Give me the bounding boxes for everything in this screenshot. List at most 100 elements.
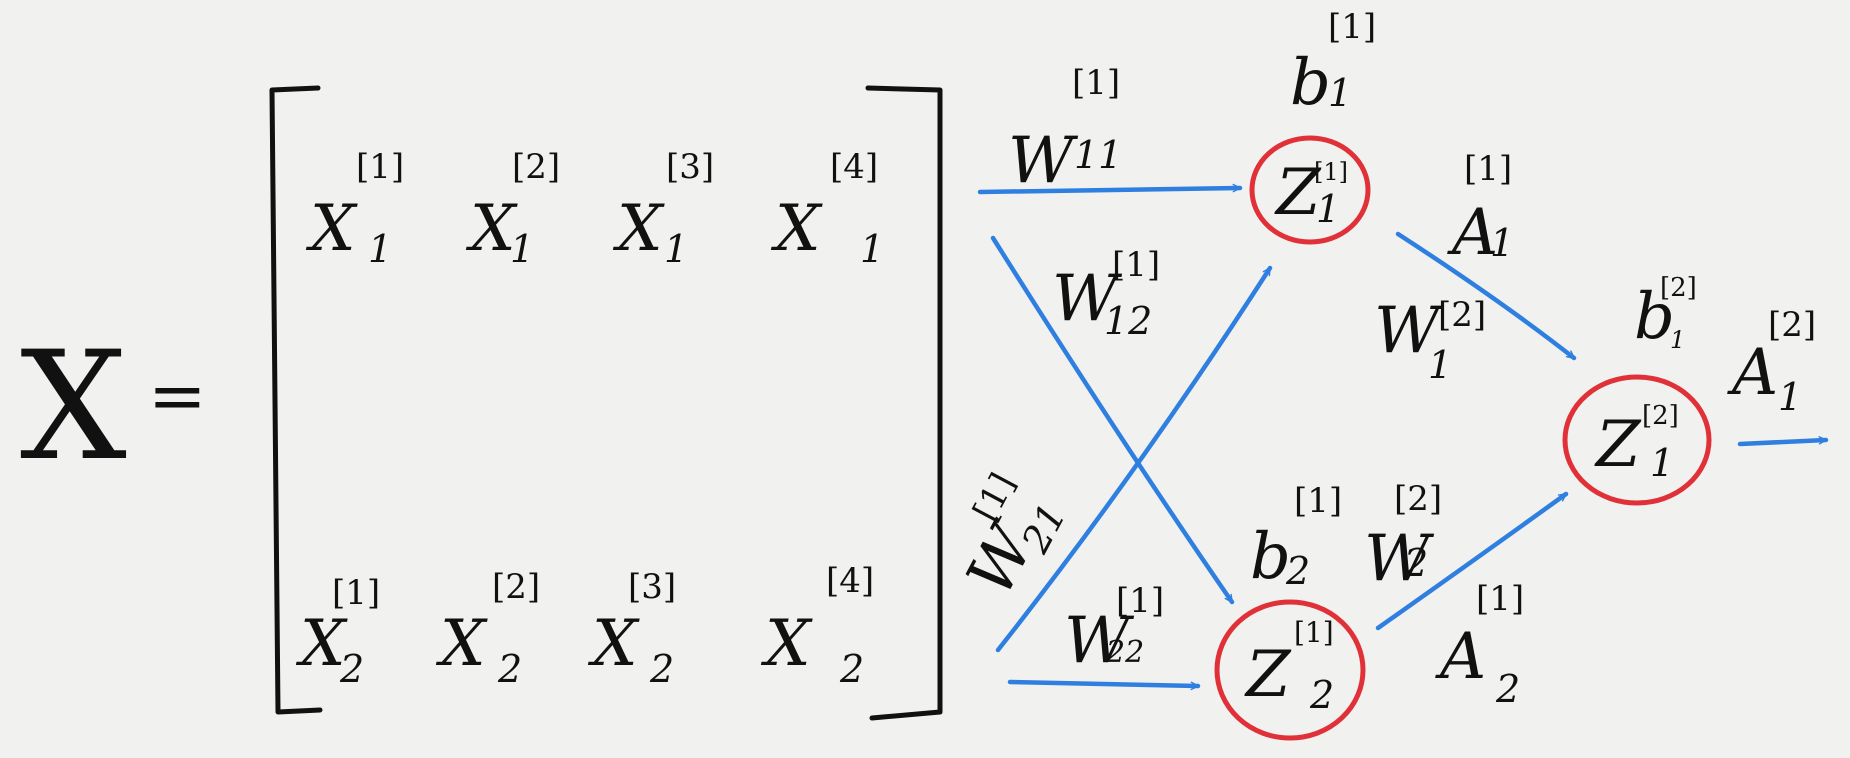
cell-base: X bbox=[305, 192, 358, 266]
left-bracket bbox=[269, 85, 323, 715]
weight-base: W bbox=[1364, 522, 1435, 596]
cell-sub: 2 bbox=[339, 647, 364, 691]
bias-sup: [2] bbox=[1660, 273, 1697, 303]
weight-sup: [1] bbox=[966, 467, 1024, 528]
cell-sup: [3] bbox=[628, 567, 676, 607]
bias-base: b bbox=[1250, 520, 1291, 594]
weight-sup: [1] bbox=[1112, 245, 1160, 285]
weight-sub: 22 bbox=[1105, 635, 1144, 670]
node-sup: [2] bbox=[1642, 401, 1679, 431]
cell-base: X bbox=[760, 607, 813, 681]
cell-base: X bbox=[435, 607, 488, 681]
label-b2-layer1: b 2 [1] bbox=[1250, 481, 1342, 594]
activation-base: A bbox=[1435, 620, 1486, 694]
node-sub: 1 bbox=[1650, 441, 1674, 485]
activation-sub: 2 bbox=[1495, 667, 1520, 711]
activation-sup: [2] bbox=[1768, 305, 1816, 345]
arrow-x1-to-z1 bbox=[977, 183, 1243, 195]
activation-base: A bbox=[1727, 336, 1778, 410]
label-w12: W 12 [1] bbox=[1052, 245, 1160, 343]
bias-base: b bbox=[1634, 280, 1675, 354]
bias-sub: 2 bbox=[1285, 549, 1310, 593]
arrow-x1-to-z2 bbox=[990, 235, 1235, 605]
activation-sub: 1 bbox=[1490, 221, 1514, 265]
node-z1-layer1 bbox=[1249, 135, 1371, 245]
arrow-z1-to-out bbox=[1395, 231, 1577, 361]
arrow-x2-to-z1 bbox=[995, 265, 1273, 653]
cell-sup: [1] bbox=[356, 147, 404, 187]
label-a2-layer1: A 2 [1] bbox=[1435, 579, 1524, 711]
label-w22: W 22 [1] bbox=[1064, 581, 1164, 678]
activation-sup: [1] bbox=[1464, 149, 1512, 189]
matrix-name: X bbox=[20, 320, 127, 494]
matrix-cell-x1-1: X 1 [1] bbox=[305, 147, 404, 271]
weight-sub: 11 bbox=[1074, 133, 1122, 177]
label-b1-layer1: b 1 [1] bbox=[1290, 7, 1376, 120]
cell-sub: 1 bbox=[664, 227, 688, 271]
node-base: Z bbox=[1274, 156, 1322, 230]
weight-sub: 2 bbox=[1403, 541, 1428, 585]
matrix-cell-x2-1: X 2 [1] bbox=[295, 573, 380, 691]
cell-sub: 1 bbox=[368, 227, 392, 271]
activation-sup: [1] bbox=[1476, 579, 1524, 619]
cell-sub: 1 bbox=[510, 227, 534, 271]
label-z2-layer1: Z 2 [1] bbox=[1244, 616, 1334, 717]
cell-sup: [3] bbox=[666, 147, 714, 187]
weight-sup: [2] bbox=[1394, 479, 1442, 519]
weight-sup: [1] bbox=[1116, 581, 1164, 621]
cell-sub: 2 bbox=[649, 647, 674, 691]
cell-base: X bbox=[465, 192, 518, 266]
matrix-cell-x2-3: X 2 [3] bbox=[587, 567, 676, 691]
cell-base: X bbox=[587, 607, 640, 681]
matrix-cell-x1-3: X 1 [3] bbox=[612, 147, 714, 271]
label-z1-layer2: Z 1 [2] bbox=[1594, 401, 1679, 485]
label-w2-layer2: W 2 [2] bbox=[1364, 479, 1442, 596]
cell-sup: [1] bbox=[332, 573, 380, 613]
cell-base: X bbox=[612, 192, 665, 266]
weight-base: W bbox=[1064, 604, 1135, 678]
matrix-cell-x1-4: X 1 [4] bbox=[770, 147, 884, 271]
cell-sup: [4] bbox=[830, 147, 878, 187]
equals-sign: = bbox=[148, 355, 207, 437]
weight-base: W bbox=[1052, 262, 1123, 336]
matrix-cell-x2-2: X 2 [2] bbox=[435, 567, 540, 691]
matrix-cell-x1-2: X 1 [2] bbox=[465, 147, 560, 271]
weight-base: W bbox=[1374, 294, 1445, 368]
node-sup: [1] bbox=[1294, 616, 1334, 649]
label-w11: W 11 [1] bbox=[1008, 63, 1122, 198]
cell-sub: 2 bbox=[839, 647, 864, 691]
weight-base: W bbox=[1008, 124, 1079, 198]
arrow-z2-to-out bbox=[1375, 491, 1569, 631]
weight-sub: 12 bbox=[1104, 299, 1152, 343]
arrow-x2-to-z2 bbox=[1007, 679, 1201, 691]
arrow-output bbox=[1737, 436, 1829, 447]
node-sub: 2 bbox=[1309, 673, 1334, 717]
right-bracket bbox=[865, 85, 943, 721]
weight-sup: [2] bbox=[1438, 295, 1486, 335]
node-z2-layer1 bbox=[1214, 599, 1366, 741]
cell-sub: 1 bbox=[860, 227, 884, 271]
cell-sub: 2 bbox=[497, 647, 522, 691]
node-base: Z bbox=[1594, 408, 1642, 482]
bias-sub: 1 bbox=[1328, 71, 1352, 115]
weight-sub: 1 bbox=[1428, 343, 1452, 387]
activation-base: A bbox=[1447, 196, 1498, 270]
weight-sup: [1] bbox=[1072, 63, 1120, 103]
bias-sup: [1] bbox=[1328, 7, 1376, 47]
cell-sup: [2] bbox=[512, 147, 560, 187]
node-base: Z bbox=[1244, 638, 1292, 712]
label-w21: W 21 [1] bbox=[953, 467, 1074, 608]
cell-base: X bbox=[295, 607, 348, 681]
node-sub: 1 bbox=[1316, 187, 1340, 231]
cell-sup: [4] bbox=[826, 561, 874, 601]
bias-base: b bbox=[1290, 46, 1331, 120]
bias-sub: 1 bbox=[1670, 326, 1685, 354]
cell-sup: [2] bbox=[492, 567, 540, 607]
bias-sup: [1] bbox=[1294, 481, 1342, 521]
node-z1-layer2 bbox=[1562, 374, 1712, 506]
label-w1-layer2: W 1 [2] bbox=[1374, 294, 1486, 387]
matrix-cell-x2-4: X 2 [4] bbox=[760, 561, 874, 691]
cell-base: X bbox=[770, 192, 823, 266]
label-a1-layer1: A 1 [1] bbox=[1447, 149, 1514, 270]
